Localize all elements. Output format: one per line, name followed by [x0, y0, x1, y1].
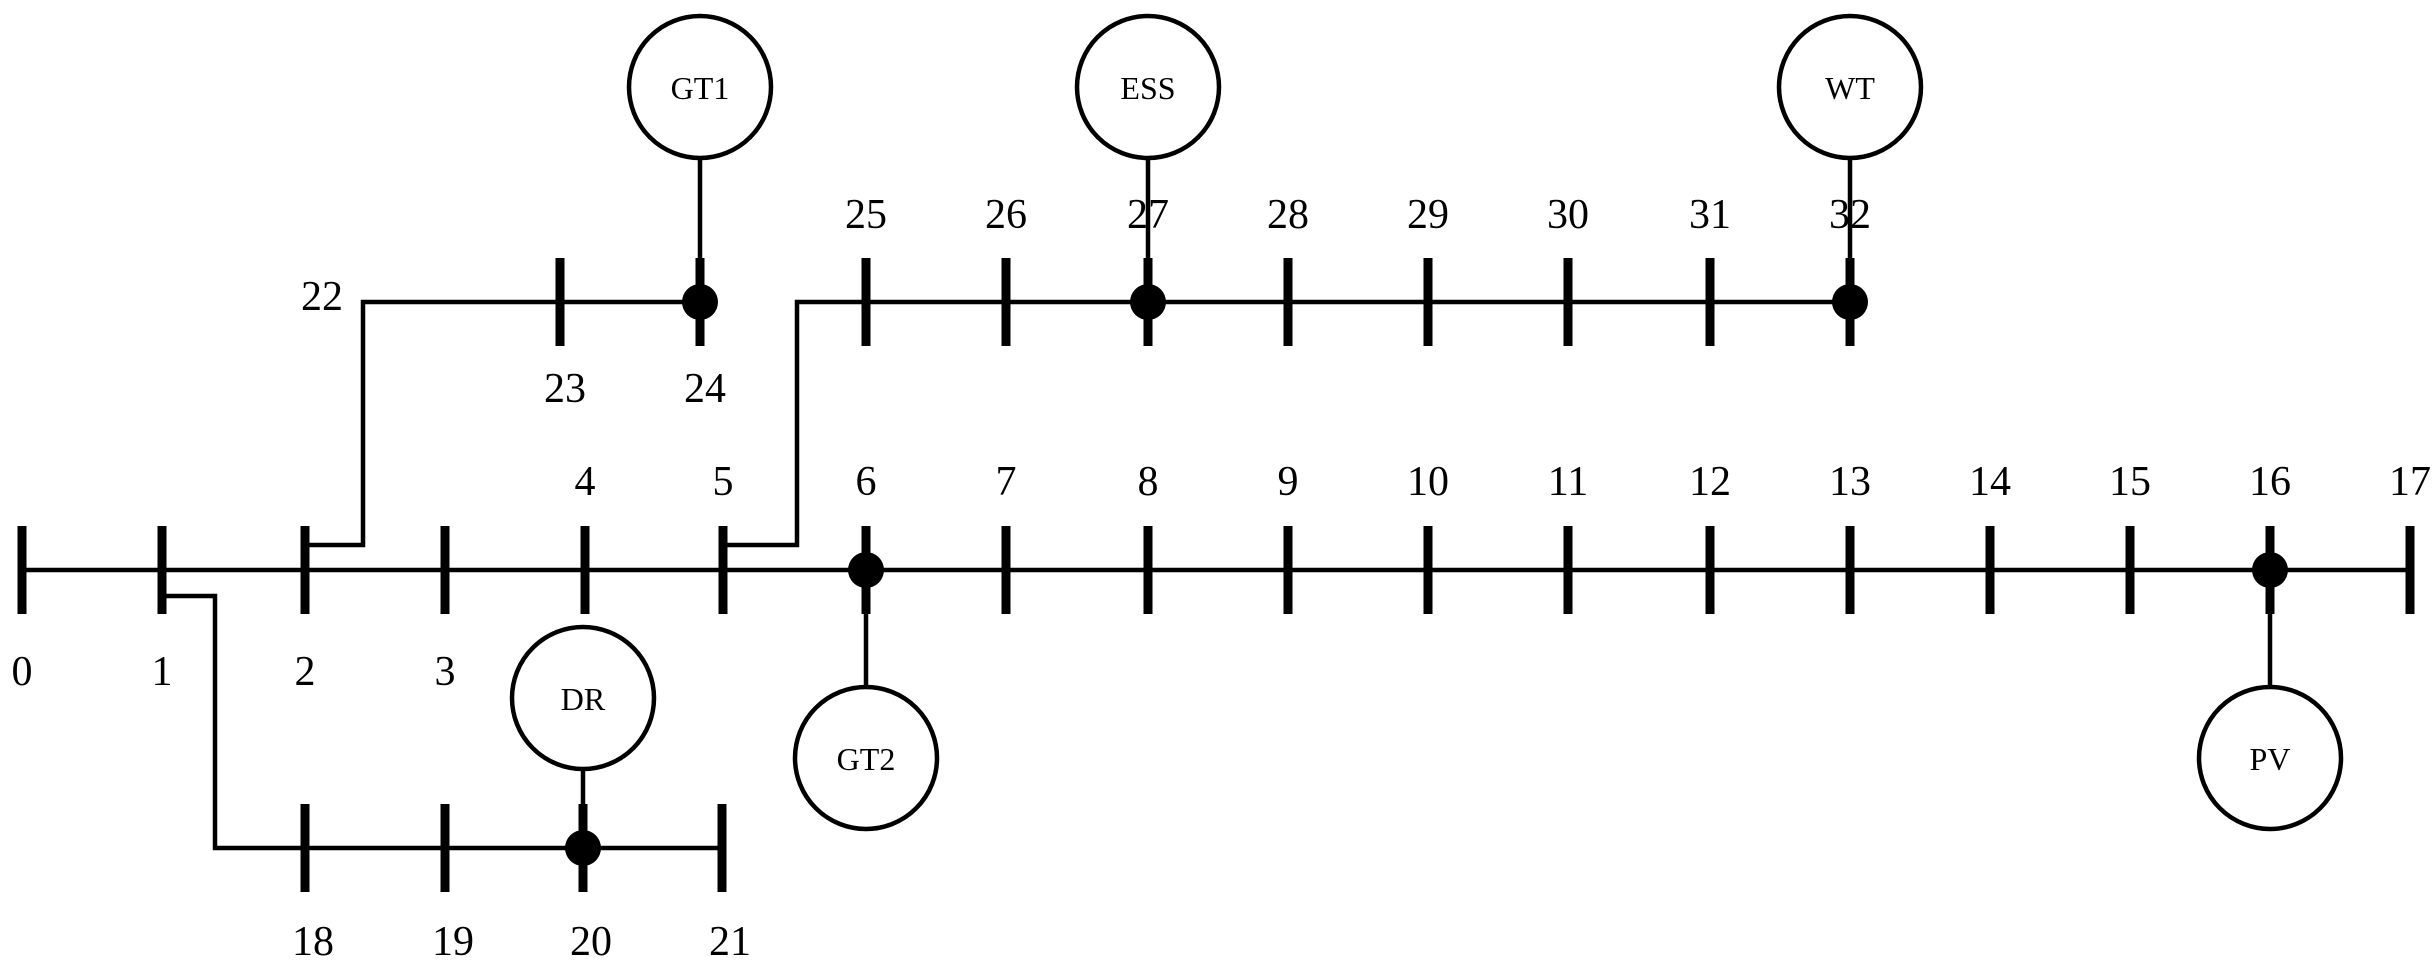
bus-label-5: 5 — [713, 459, 734, 505]
bus-label-9: 9 — [1278, 459, 1299, 505]
bus-label-25: 25 — [845, 192, 887, 238]
bus-label-32: 32 — [1829, 192, 1871, 238]
bus-label-22: 22 — [301, 274, 343, 320]
bus-label-12: 12 — [1689, 459, 1731, 505]
bus-label-29: 29 — [1407, 192, 1449, 238]
generator-circle-gt1 — [626, 13, 774, 161]
bus-label-11: 11 — [1548, 459, 1588, 505]
bus-label-7: 7 — [996, 459, 1017, 505]
generator-label-pv: PV — [2250, 741, 2291, 777]
lateral-feeder-22-24 — [302, 299, 703, 548]
bus-label-24: 24 — [684, 366, 726, 412]
bus-label-13: 13 — [1829, 459, 1871, 505]
generator-label-gt2: GT2 — [837, 741, 896, 777]
bus-label-20: 20 — [570, 919, 612, 965]
bus-node-dot-6 — [848, 552, 884, 588]
lateral-feeder-18-21 — [159, 593, 725, 851]
bus-label-2: 2 — [295, 649, 316, 695]
generator-label-wt: WT — [1825, 70, 1875, 106]
bus-label-10: 10 — [1407, 459, 1449, 505]
bus-label-3: 3 — [435, 649, 456, 695]
bus-node-dot-32 — [1832, 284, 1868, 320]
bus-label-16: 16 — [2249, 459, 2291, 505]
bus-label-28: 28 — [1267, 192, 1309, 238]
bus-label-21: 21 — [709, 919, 751, 965]
bus-node-dot-27 — [1130, 284, 1166, 320]
generator-circle-ess — [1074, 13, 1222, 161]
bus-markers — [17, 258, 2415, 892]
bus-label-19: 19 — [432, 919, 474, 965]
bus-label-26: 26 — [985, 192, 1027, 238]
bus-label-31: 31 — [1689, 192, 1731, 238]
bus-label-18: 18 — [292, 919, 334, 965]
generator-circle-dr — [509, 624, 657, 772]
generator-label-gt1: GT1 — [671, 70, 730, 106]
bus-label-27: 27 — [1127, 192, 1169, 238]
bus-label-15: 15 — [2109, 459, 2151, 505]
generators: GT1 ESS WT DR GT2 PV — [509, 13, 2344, 851]
bus-node-dot-20 — [565, 830, 601, 866]
bus-node-dot-24 — [682, 284, 718, 320]
bus-label-4: 4 — [575, 459, 596, 505]
generator-label-ess: ESS — [1120, 70, 1175, 106]
bus-label-23: 23 — [544, 366, 586, 412]
bus-label-1: 1 — [152, 649, 173, 695]
bus-label-14: 14 — [1969, 459, 2011, 505]
bus-label-17: 17 — [2389, 459, 2431, 505]
bus-label-8: 8 — [1138, 459, 1159, 505]
bus-node-dot-16 — [2252, 552, 2288, 588]
generator-circle-wt — [1776, 13, 1924, 161]
generator-circle-pv — [2196, 684, 2344, 832]
lateral-feeder-25-32 — [720, 299, 1853, 548]
bus-label-30: 30 — [1547, 192, 1589, 238]
bus-label-0: 0 — [12, 649, 33, 695]
generator-circle-gt2 — [792, 684, 940, 832]
bus-label-6: 6 — [856, 459, 877, 505]
feeder-lines — [19, 299, 2413, 851]
generator-label-dr: DR — [561, 681, 606, 717]
